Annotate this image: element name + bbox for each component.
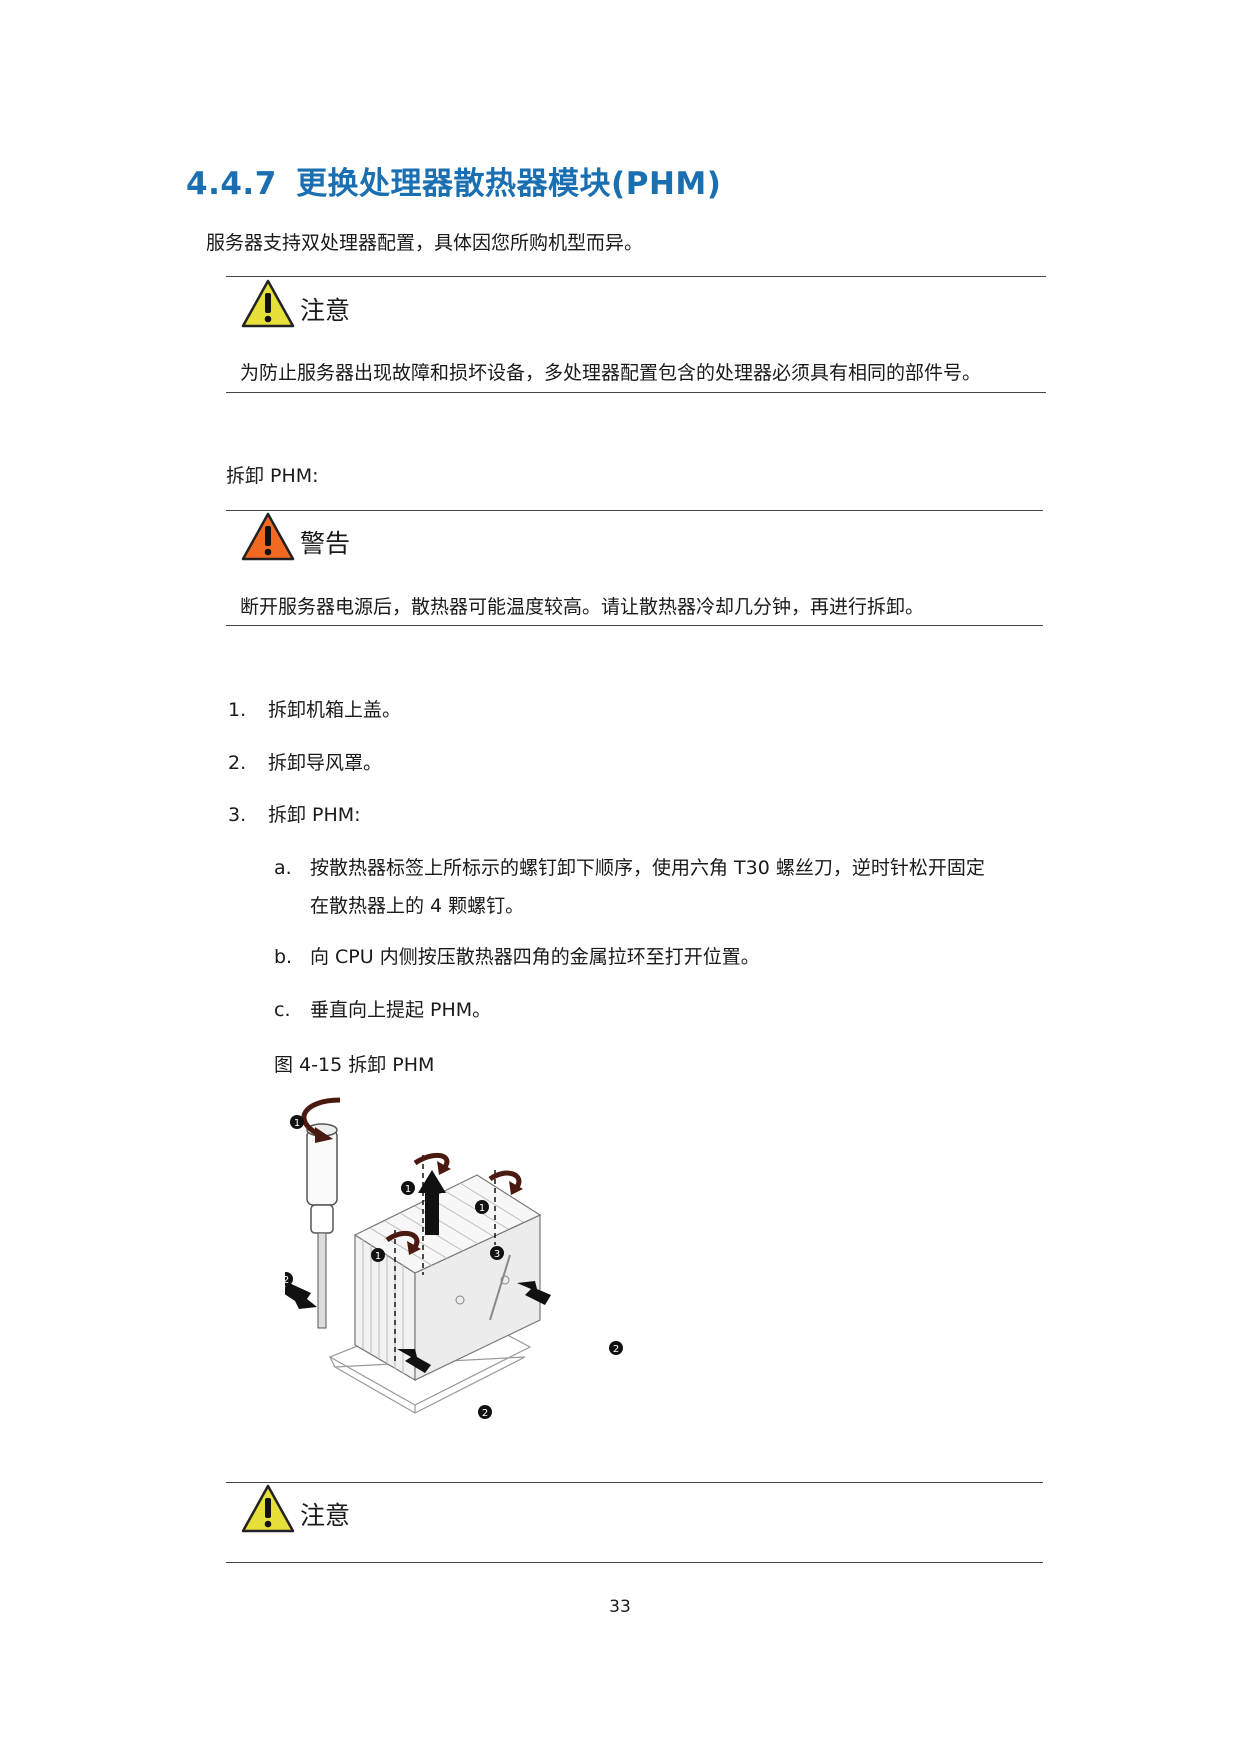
notice2-header: 注意 <box>240 1483 350 1535</box>
step-number: 3. <box>228 804 247 826</box>
section-title-text: 更换处理器散热器模块(PHM) <box>296 166 722 202</box>
notice2-top-rule <box>226 1482 1043 1483</box>
warning-top-rule <box>226 510 1043 511</box>
lift-up-arrow <box>418 1170 446 1235</box>
svg-text:2: 2 <box>482 1408 488 1419</box>
intro-paragraph: 服务器支持双处理器配置，具体因您所购机型而异。 <box>206 232 644 254</box>
notice-label: 注意 <box>300 296 351 325</box>
callout-3: 3 <box>490 1246 504 1260</box>
warning-bottom-rule <box>226 625 1043 626</box>
substep-text: 垂直向上提起 PHM。 <box>310 999 492 1021</box>
substep-item: c. 垂直向上提起 PHM。 <box>274 997 491 1023</box>
notice-text: 为防止服务器出现故障和损坏设备，多处理器配置包含的处理器必须具有相同的部件号。 <box>240 362 982 384</box>
step-text: 拆卸机箱上盖。 <box>268 699 402 721</box>
screwdriver <box>306 1123 338 1329</box>
step-text: 拆卸导风罩。 <box>268 752 383 774</box>
caution-icon <box>241 279 295 328</box>
substep-text-continued: 在散热器上的 4 颗螺钉。 <box>310 895 525 917</box>
notice-top-rule <box>226 276 1046 277</box>
substep-letter: a. <box>274 857 292 879</box>
substep-letter: b. <box>274 946 293 968</box>
substep-letter: c. <box>274 999 291 1021</box>
warning-icon <box>241 512 295 561</box>
figure-caption: 图 4-15 拆卸 PHM <box>274 1054 435 1076</box>
svg-text:2: 2 <box>613 1344 619 1355</box>
svg-text:3: 3 <box>494 1249 500 1260</box>
rotate-ccw-arrow <box>301 1097 522 1249</box>
substep-text: 按散热器标签上所标示的螺钉卸下顺序，使用六角 T30 螺丝刀，逆时针松开固定 <box>310 857 985 879</box>
remove-heading: 拆卸 PHM: <box>226 465 319 487</box>
step-text: 拆卸 PHM: <box>268 804 361 826</box>
svg-text:2: 2 <box>285 1275 289 1286</box>
notice-header: 注意 <box>240 278 350 330</box>
step-item: 2. 拆卸导风罩。 <box>228 750 382 776</box>
heatsink <box>353 1174 542 1382</box>
notice2-bottom-rule <box>226 1562 1043 1563</box>
svg-text:1: 1 <box>375 1251 381 1262</box>
step-item: 3. 拆卸 PHM: <box>228 802 361 828</box>
substep-item: b. 向 CPU 内侧按压散热器四角的金属拉环至打开位置。 <box>274 944 760 970</box>
svg-text:1: 1 <box>294 1118 300 1129</box>
svg-text:1: 1 <box>479 1203 485 1214</box>
section-number: 4.4.7 <box>186 166 277 202</box>
warning-header: 警告 <box>240 511 350 563</box>
callout-2: 2 2 2 <box>285 1272 623 1419</box>
warning-text: 断开服务器电源后，散热器可能温度较高。请让散热器冷却几分钟，再进行拆卸。 <box>240 596 925 618</box>
step-number: 2. <box>228 752 247 774</box>
substep-text: 向 CPU 内侧按压散热器四角的金属拉环至打开位置。 <box>310 946 760 968</box>
caution-icon <box>241 1484 295 1533</box>
warning-label: 警告 <box>300 529 351 558</box>
notice2-label: 注意 <box>300 1501 351 1530</box>
callout-1: 1 1 1 1 <box>290 1115 489 1262</box>
svg-text:1: 1 <box>405 1184 411 1195</box>
notice-bottom-rule <box>226 392 1046 393</box>
page-number: 33 <box>609 1597 631 1617</box>
press-arrow <box>285 1281 551 1373</box>
section-title: 4.4.7 更换处理器散热器模块(PHM) <box>186 158 721 203</box>
step-item: 1. 拆卸机箱上盖。 <box>228 697 401 723</box>
step-number: 1. <box>228 699 247 721</box>
phm-removal-illustration: 1 1 1 1 2 2 2 3 <box>285 1097 623 1419</box>
substep-item: a. 按散热器标签上所标示的螺钉卸下顺序，使用六角 T30 螺丝刀，逆时针松开固定 <box>274 855 985 881</box>
